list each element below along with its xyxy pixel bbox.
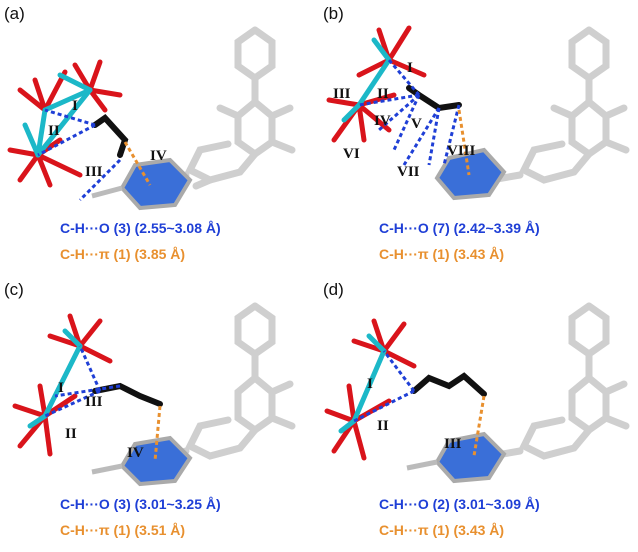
guest-molecule (411, 372, 487, 397)
coordination-bonds (7, 59, 123, 188)
carboxyl-bond (91, 185, 123, 199)
ch-o-contacts (37, 108, 122, 202)
ch-o-contacts (44, 345, 121, 418)
panel-tag: (c) (4, 280, 24, 299)
panel-d: (d) (319, 276, 638, 552)
contact-label: III (444, 436, 462, 452)
ch-o-caption: C-H···O (7) (2.42~3.39 Å) (379, 220, 540, 236)
ch-o-caption: C-H···O (2) (3.01~3.09 Å) (379, 496, 540, 512)
guest-molecule (406, 85, 462, 112)
molecule-structure-d: I II III (324, 302, 630, 484)
contact-label: II (377, 418, 389, 434)
aromatic-ring (119, 157, 193, 211)
contact-label: II (65, 426, 77, 442)
framework-ligand (156, 26, 296, 190)
molecule-structure-c: I II III IV (12, 302, 296, 487)
ch-pi-contacts (457, 109, 471, 176)
contact-label: I (58, 380, 64, 396)
contact-label: IV (374, 113, 391, 129)
contact-label: III (85, 394, 103, 410)
contact-label: IV (127, 445, 144, 461)
ch-o-caption: C-H···O (3) (2.55~3.08 Å) (60, 220, 221, 236)
contact-label: I (367, 376, 373, 392)
panel-tag: (d) (323, 280, 344, 299)
ch-o-contacts (358, 59, 461, 166)
contact-label: III (333, 86, 351, 102)
ch-pi-caption: C-H···π (1) (3.43 Å) (379, 246, 505, 262)
contact-label: I (72, 98, 78, 114)
guest-molecule (92, 114, 129, 158)
guest-molecule (92, 382, 163, 407)
ch-pi-contacts (472, 395, 486, 457)
molecule-structure-a: I II III IV (7, 26, 296, 211)
coordination-bonds (12, 313, 113, 457)
coordination-bonds (326, 25, 427, 143)
ch-o-caption: C-H···O (3) (3.01~3.25 Å) (60, 496, 221, 512)
contact-label: V (411, 116, 422, 132)
contact-label: I (407, 60, 413, 76)
contact-label: II (48, 123, 60, 139)
ch-pi-caption: C-H···π (1) (3.51 Å) (60, 522, 186, 538)
contact-label: VII (397, 164, 420, 180)
framework-ligand (487, 26, 630, 184)
coordination-bonds (324, 318, 417, 461)
aromatic-ring (434, 147, 507, 201)
contact-label: VI (343, 146, 360, 162)
ch-pi-caption: C-H···π (1) (3.43 Å) (379, 522, 505, 538)
molecule-structure-b: I II III IV V VI VII VIII (326, 25, 630, 201)
contact-label: IV (150, 148, 167, 164)
panel-b: (b) (319, 0, 638, 276)
ch-pi-contacts (153, 405, 162, 462)
framework-ligand (487, 302, 630, 460)
panel-tag: (a) (4, 4, 25, 23)
panel-tag: (b) (323, 4, 344, 23)
contact-label: III (85, 164, 103, 180)
framework-ligand (171, 302, 296, 460)
contact-label: VIII (447, 143, 476, 159)
ch-pi-contacts (123, 141, 152, 186)
carboxyl-bond (406, 459, 438, 471)
panel-c: (c) (0, 276, 319, 552)
contact-label: II (377, 86, 389, 102)
ch-pi-caption: C-H···π (1) (3.85 Å) (60, 246, 186, 262)
panel-a: (a) (0, 0, 319, 276)
carboxyl-bond (91, 463, 123, 475)
ch-o-contacts (353, 350, 416, 423)
